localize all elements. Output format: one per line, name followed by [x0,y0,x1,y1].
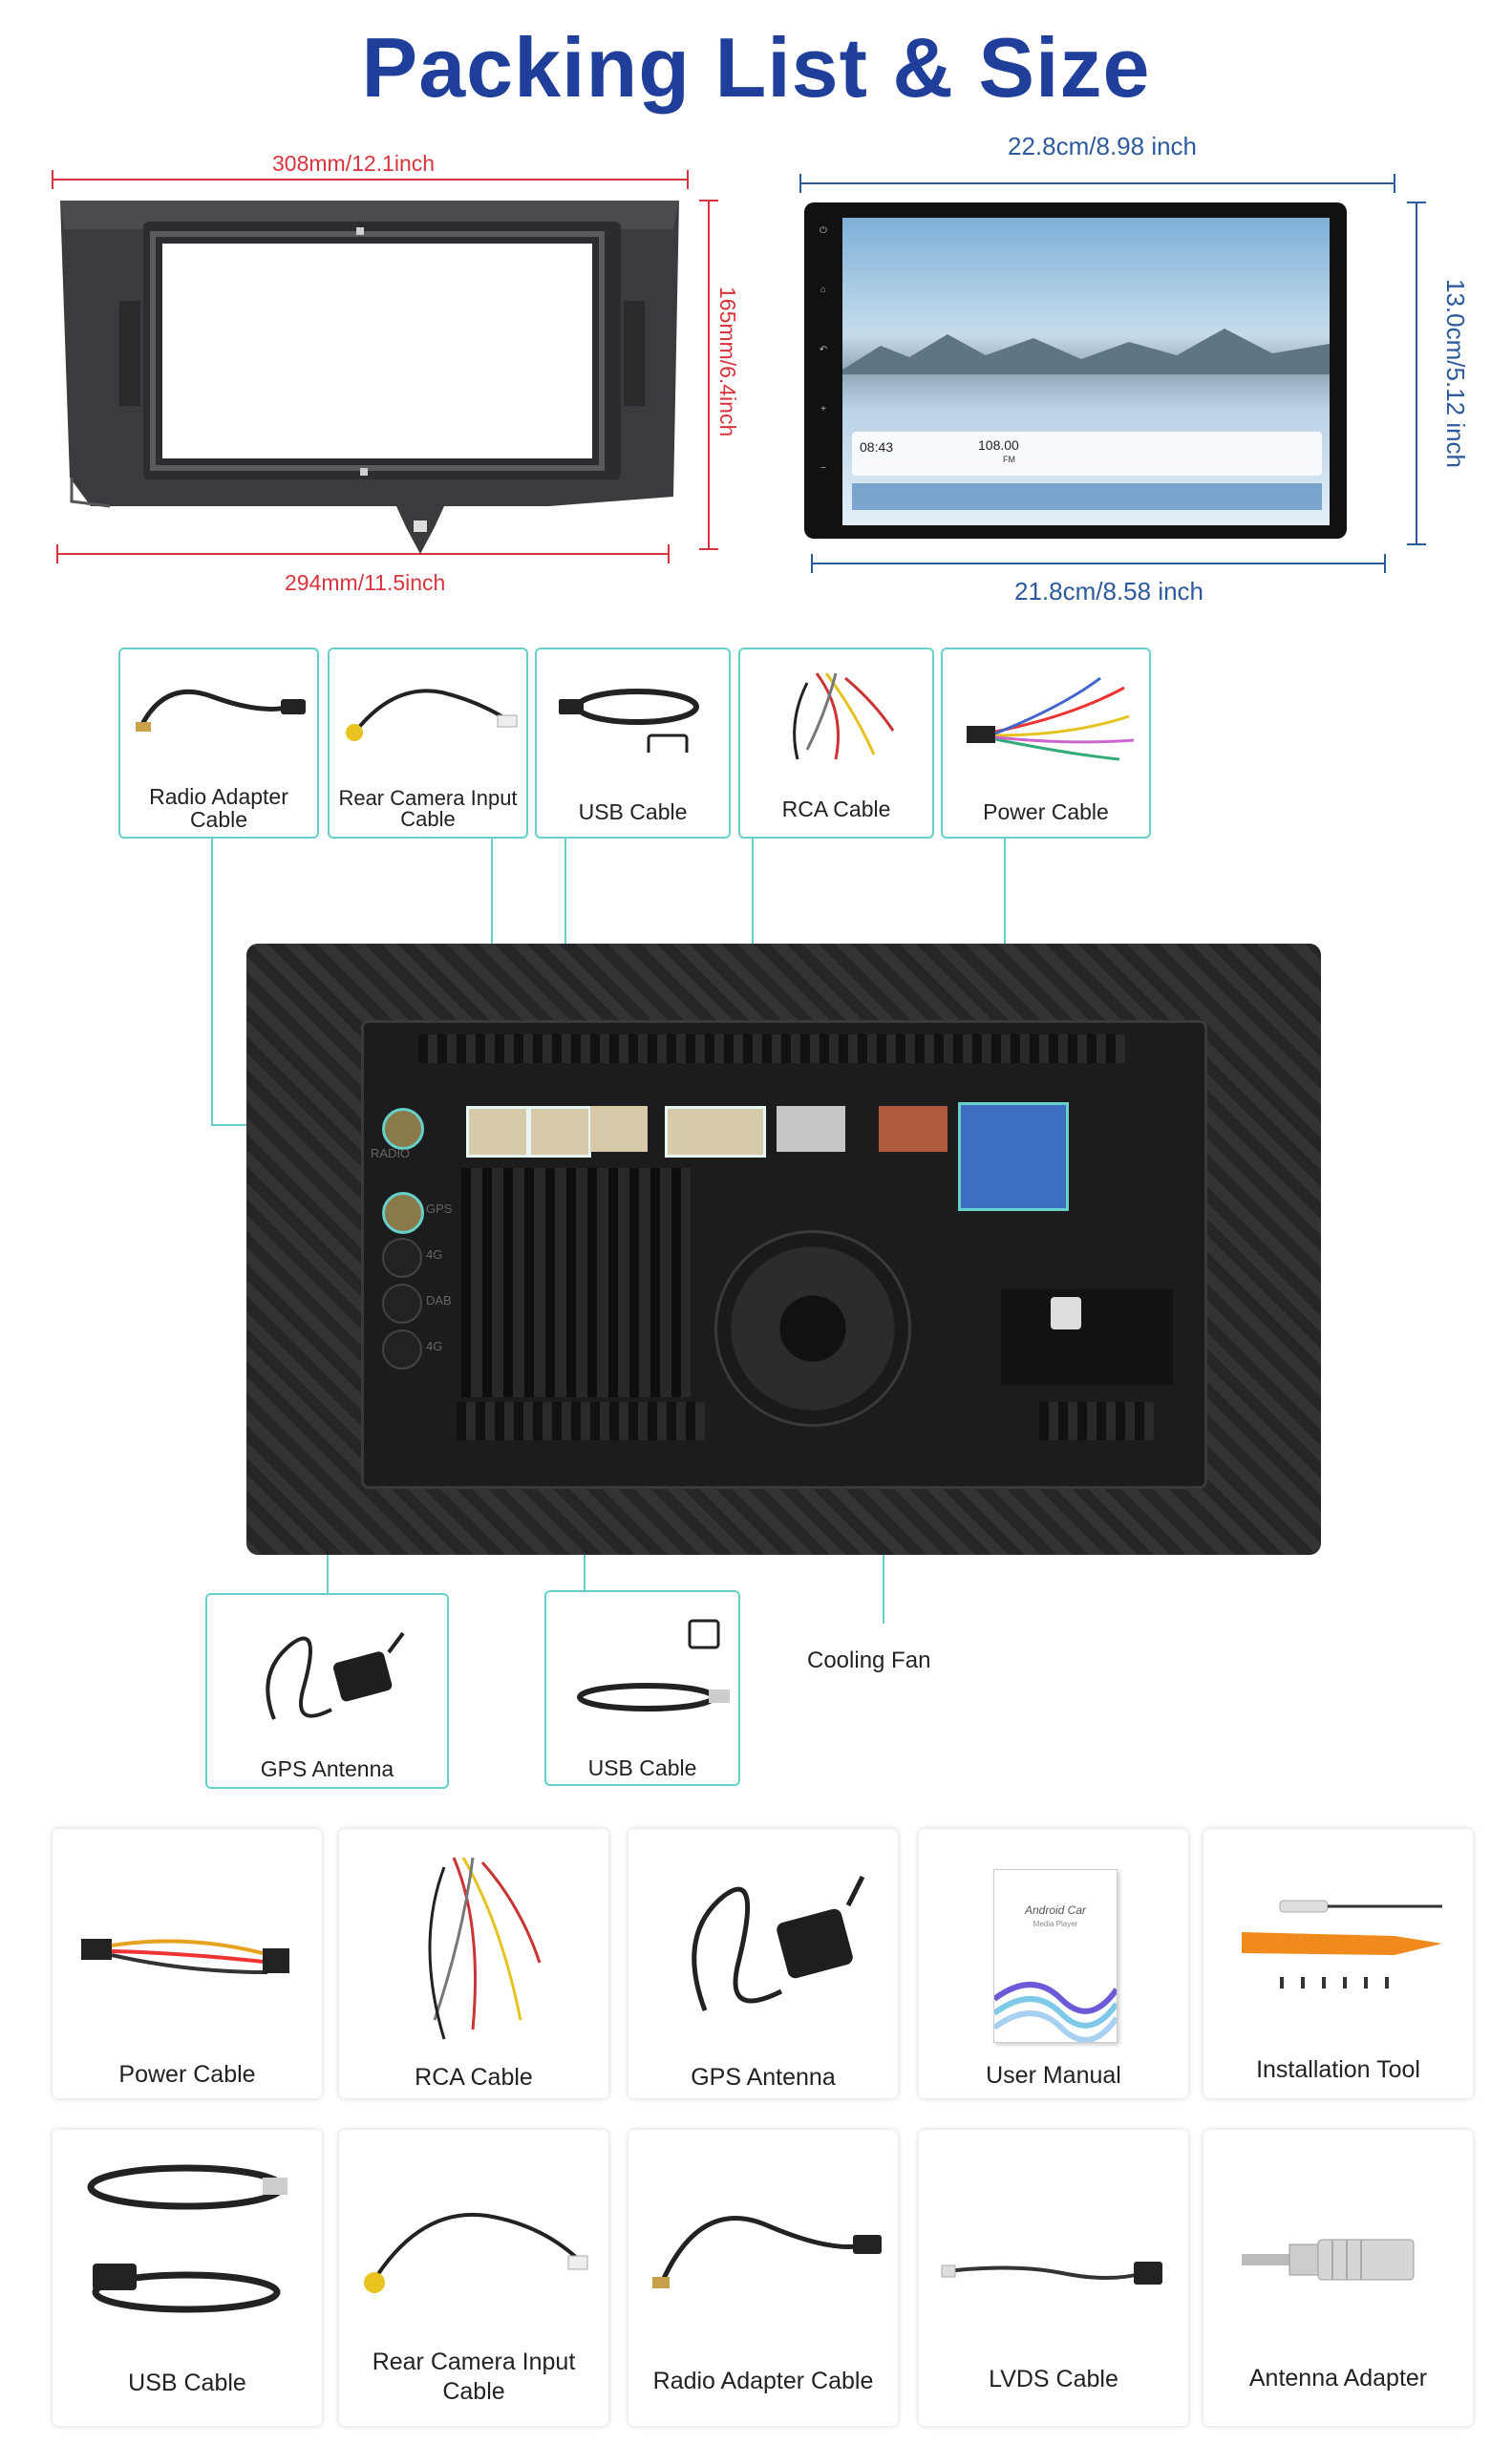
side-vol-up-icon: + [820,403,826,415]
package-item-label: RCA Cable [415,2064,533,2091]
dimension-lines [52,170,1426,573]
package-item-rca-cable: RCA Cable [339,1829,608,2098]
package-item-label: Radio Adapter Cable [652,2368,874,2394]
screen-clock: 08:43 [860,439,894,455]
port-dab-label: DAB [426,1293,452,1308]
manual-brand: Android Car [1024,1903,1087,1917]
package-item-label: User Manual [986,2062,1121,2089]
package-item-lvds-cable: LVDS Cable [919,2130,1188,2426]
callout-usb-cable-bottom: USB Cable [544,1590,740,1786]
frame-width-top-label: 308mm/12.1inch [272,151,436,176]
port-radio-label: RADIO [371,1146,411,1160]
side-vol-down-icon: − [820,463,826,474]
port-4g-label-2: 4G [426,1339,443,1353]
package-item-label: GPS Antenna [691,2064,836,2091]
package-item-radio-adapter-cable: Radio Adapter Cable [628,2130,898,2426]
callout-label: Rear Camera Input Cable [338,786,518,831]
callout-label: GPS Antenna [260,1756,394,1781]
package-item-label: Antenna Adapter [1248,2365,1428,2392]
package-item-installation-tool: Installation Tool [1203,1829,1473,2098]
package-item-rear-camera-input-cable: Rear Camera Input Cable [339,2130,608,2426]
cooling-fan-label: Cooling Fan [807,1648,931,1673]
mounting-frame-image [60,201,679,554]
frame-height-label: 165mm/6.4inch [715,287,740,437]
screen-height-label: 13.0cm/5.12 inch [1441,279,1470,469]
screen-radio-band: FM [1003,455,1015,464]
callout-radio-adapter-cable: Radio Adapter Cable [118,648,319,839]
package-item-label: Installation Tool [1256,2056,1420,2083]
side-back-icon: ↶ [819,344,828,355]
head-unit-back-panel: RADIO GPS 4G DAB 4G [246,944,1321,1555]
callout-label: Radio Adapter Cable [149,784,288,832]
package-item-label: LVDS Cable [989,2366,1118,2392]
callout-label: USB Cable [587,1755,697,1780]
package-item-gps-antenna: GPS Antenna [628,1829,898,2098]
package-item-label: Power Cable [118,2061,256,2088]
package-item-usb-cable: USB Cable [53,2130,322,2426]
package-item-label: USB Cable [128,2370,246,2396]
screen-width-bottom-label: 21.8cm/8.58 inch [1014,577,1204,606]
callout-rear-camera-input-cable: Rear Camera Input Cable [328,648,528,839]
callout-gps-antenna: GPS Antenna [205,1593,449,1789]
screen-width-top-label: 22.8cm/8.98 inch [1008,132,1198,160]
package-item-label: Rear Camera Input Cable [372,2349,576,2405]
callout-label: Power Cable [983,799,1109,824]
manual-subtitle: Media Player [1033,1920,1078,1928]
head-unit-screen-image: 08:43 108.00 FM ⏻ ⌂ ↶ + − [804,202,1347,539]
callout-rca-cable: RCA Cable [738,648,934,839]
cooling-fan [714,1230,911,1427]
page-title: Packing List & Size [361,20,1151,115]
callout-power-cable-top: Power Cable [941,648,1151,839]
package-item-antenna-adapter: Antenna Adapter [1203,2130,1473,2426]
package-item-user-manual: Android Car Media Player User Manual [919,1829,1188,2098]
port-4g-label-1: 4G [426,1247,443,1262]
port-gps-label: GPS [426,1201,453,1216]
side-home-icon: ⌂ [820,285,827,296]
frame-width-bottom-label: 294mm/11.5inch [285,570,446,595]
callout-usb-cable-top: USB Cable [535,648,731,839]
screen-radio-frequency: 108.00 [978,437,1019,453]
side-power-icon: ⏻ [820,225,827,236]
callout-label: RCA Cable [781,797,891,821]
package-item-power-cable: Power Cable [53,1829,322,2098]
callout-label: USB Cable [578,799,688,824]
